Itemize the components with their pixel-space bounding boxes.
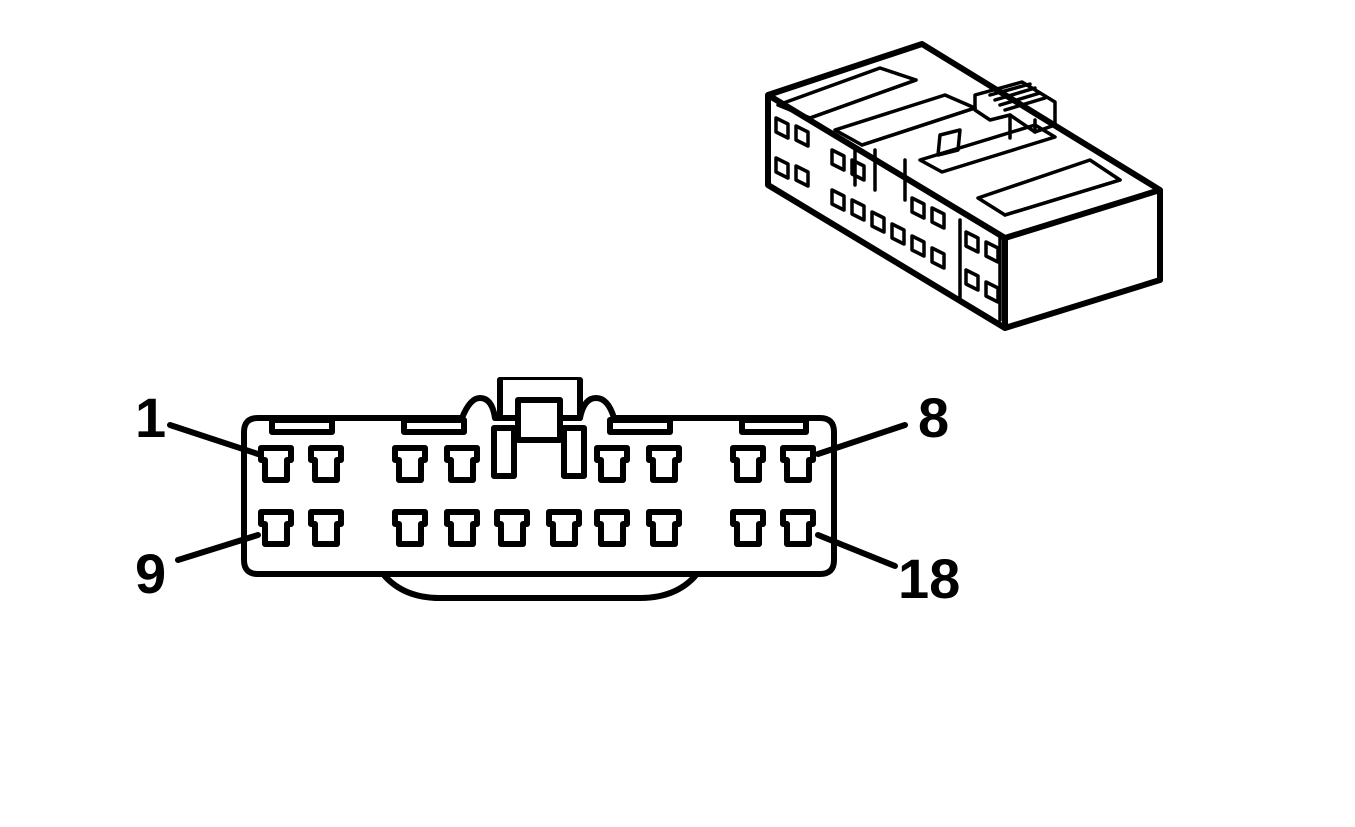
terminal-cavity (594, 445, 630, 483)
terminal-cavity (730, 509, 766, 547)
top-slot (739, 417, 809, 435)
terminal-cavity (780, 445, 816, 483)
connector-body (241, 395, 837, 577)
terminal-cavity (730, 445, 766, 483)
terminal-cavity (646, 509, 682, 547)
terminal-cavity (494, 509, 530, 547)
terminal-cavity (258, 509, 294, 547)
leader-line-pin-18 (815, 532, 898, 569)
leader-line-pin-9 (175, 532, 261, 563)
leader-line-pin-8 (815, 422, 908, 457)
top-slot (269, 417, 335, 435)
terminal-cavity (546, 509, 582, 547)
terminal-cavity (392, 509, 428, 547)
connector-isometric-view (765, 41, 1163, 331)
pin-label-18: 18 (898, 547, 960, 610)
terminal-cavity (594, 509, 630, 547)
connector-face-view: 1 8 9 18 (135, 377, 960, 610)
pin-label-8: 8 (918, 386, 949, 449)
leader-line-pin-1 (167, 422, 261, 457)
terminal-cavity (308, 509, 344, 547)
terminal-cavity (392, 445, 428, 483)
terminal-cavity (444, 509, 480, 547)
connector-latch (491, 377, 587, 479)
terminal-cavity (646, 445, 682, 483)
cavity-grid (258, 445, 816, 547)
terminal-cavity (308, 445, 344, 483)
pin-label-1: 1 (135, 386, 166, 449)
terminal-cavity (258, 445, 294, 483)
terminal-cavity (444, 445, 480, 483)
top-slot (607, 417, 673, 435)
top-slot (401, 417, 467, 435)
pin-label-9: 9 (135, 542, 166, 605)
terminal-cavity (780, 509, 816, 547)
